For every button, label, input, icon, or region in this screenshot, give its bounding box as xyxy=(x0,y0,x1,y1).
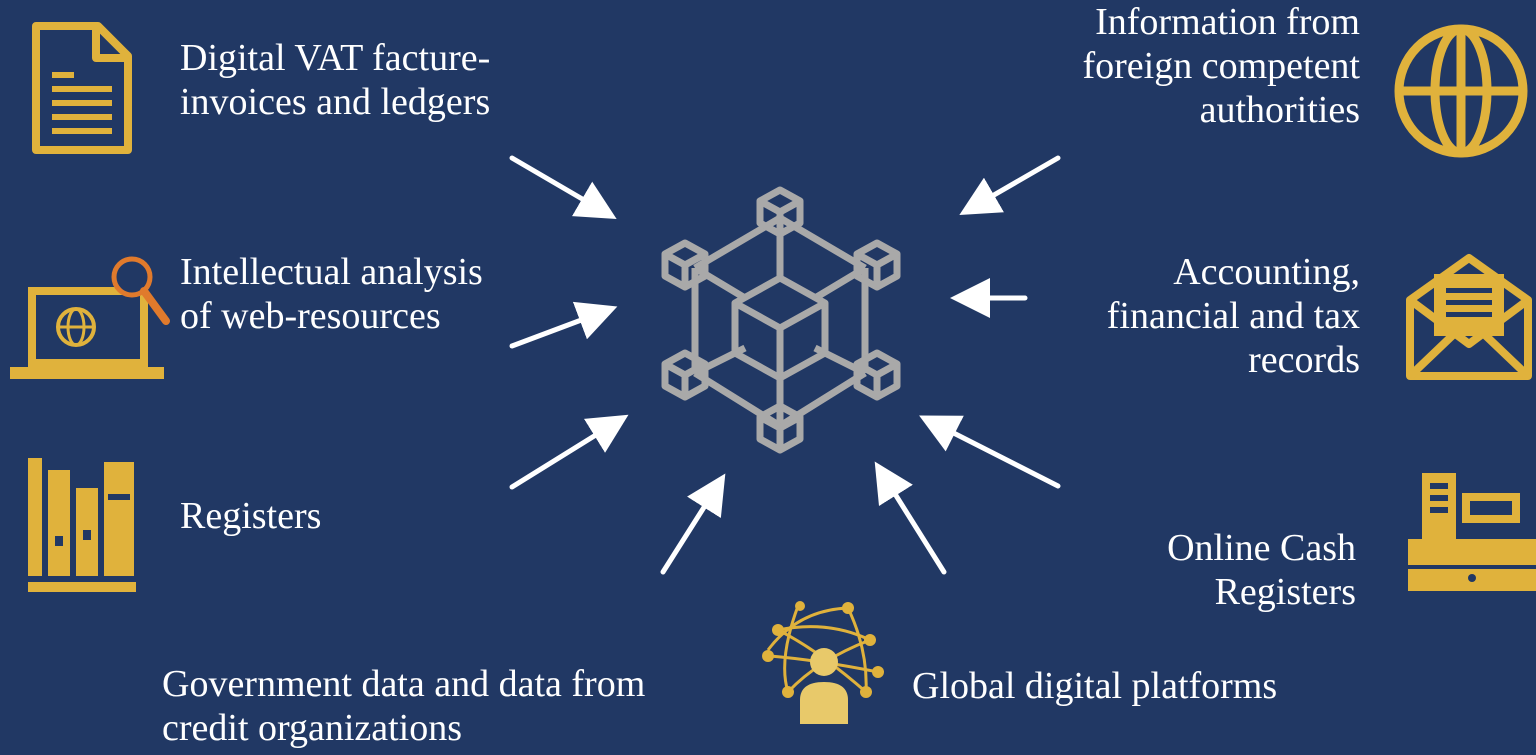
label-web: Intellectual analysis of web-resources xyxy=(180,251,483,337)
label-registers: Registers xyxy=(180,495,322,537)
network-person-icon xyxy=(762,601,884,724)
label-foreign: Information from foreign competent autho… xyxy=(1082,1,1360,131)
arrow-government xyxy=(660,473,726,575)
arrow-registers xyxy=(509,414,629,490)
binders-icon xyxy=(28,458,136,592)
label-accounting: Accounting, financial and tax records xyxy=(1106,251,1360,381)
document-icon xyxy=(32,22,132,154)
label-government: Government data and data from credit org… xyxy=(162,663,646,749)
label-vat: Digital VAT facture- invoices and ledger… xyxy=(180,37,491,123)
cash-register-icon xyxy=(1408,473,1536,591)
globe-icon xyxy=(1394,24,1528,158)
arrow-platforms xyxy=(874,461,947,575)
label-platforms: Global digital platforms xyxy=(912,665,1278,707)
envelope-letter-icon xyxy=(1406,254,1532,380)
blockchain-cubes-icon xyxy=(661,186,901,454)
label-cash: Online Cash Registers xyxy=(1167,527,1356,613)
arrow-cash xyxy=(919,415,1061,489)
laptop-search-globe-icon xyxy=(10,256,170,379)
arrow-foreign xyxy=(959,155,1061,216)
arrow-vat xyxy=(509,155,617,220)
arrow-web xyxy=(509,301,618,349)
